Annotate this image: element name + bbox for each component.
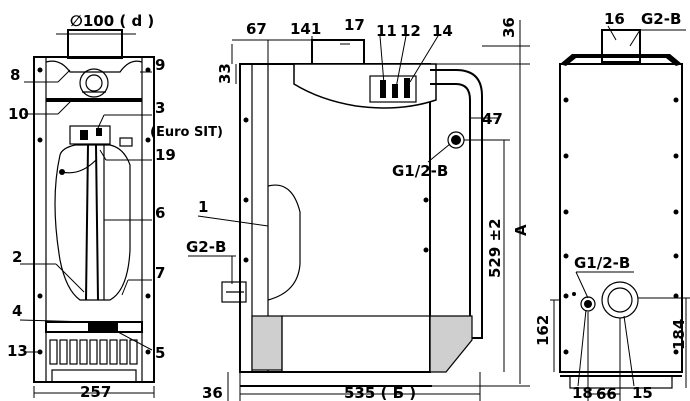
burner-slots: [49, 339, 138, 365]
draft-regulator: [79, 68, 109, 98]
callout-14: 14: [432, 22, 453, 40]
side-exchanger: [267, 184, 301, 301]
heat-exchanger: [54, 144, 131, 301]
callout-16: 16: [604, 10, 625, 28]
callout-4: 4: [12, 302, 22, 320]
callout-5: 5: [155, 344, 165, 362]
callout-11: 11: [376, 22, 397, 40]
flue-diameter-label: ∅100 ( d ): [70, 12, 154, 30]
dim-height-total: A: [512, 224, 530, 236]
callout-6: 6: [155, 204, 165, 222]
callout-1: 1: [198, 198, 208, 216]
dim-top-right: 36: [500, 17, 518, 38]
callout-10: 10: [8, 105, 29, 123]
callout-2: 2: [12, 248, 22, 266]
callout-13: 13: [7, 342, 28, 360]
side-flue-stub: [311, 39, 365, 65]
rear-dim-right-height: 184: [670, 319, 688, 350]
valve-model-label: (Euro SIT): [150, 125, 223, 140]
rear-body: [559, 63, 683, 373]
side-view: 67 141 36 33 47 529 ±2 A 36 535 ( Б ) 17…: [186, 16, 530, 401]
callout-19: 19: [155, 146, 176, 164]
callout-12: 12: [400, 22, 421, 40]
dim-inlet-offset: 47: [482, 110, 503, 128]
callout-18: 18: [572, 384, 593, 401]
draft-hood: [293, 63, 437, 109]
dim-depth: 535 ( Б ): [344, 384, 416, 401]
rear-view: 162 184 66 16 G2-B G1/2-B 18 15: [534, 10, 690, 401]
callout-8: 8: [10, 66, 20, 84]
dim-left-height: 33: [216, 63, 234, 84]
rear-flue-outlet: [601, 29, 641, 63]
front-width-label: 257: [80, 383, 111, 401]
callout-3: 3: [155, 99, 165, 117]
side-pipe-label-g12: G1/2-B: [392, 162, 448, 180]
front-view: ∅100 ( d ) 257 8 9 10 3 (Euro SIT) 19 6 …: [7, 12, 223, 401]
dim-top-left: 67: [246, 20, 267, 38]
callout-15: 15: [632, 384, 653, 401]
rear-dim-bottom-mid: 66: [596, 385, 617, 401]
dim-top-mid: 141: [290, 20, 321, 38]
dim-bottom-left: 36: [202, 384, 223, 401]
side-pipe-label-g2: G2-B: [186, 238, 226, 256]
callout-17: 17: [344, 16, 365, 34]
callout-9: 9: [155, 56, 165, 74]
gas-valve: [69, 125, 111, 145]
dim-height-mid: 529 ±2: [486, 218, 504, 278]
rear-dim-left-height: 162: [534, 315, 552, 346]
rear-pipe-label-g2: G2-B: [641, 10, 681, 28]
callout-7: 7: [155, 264, 165, 282]
rear-pipe-label-g12: G1/2-B: [574, 254, 630, 272]
